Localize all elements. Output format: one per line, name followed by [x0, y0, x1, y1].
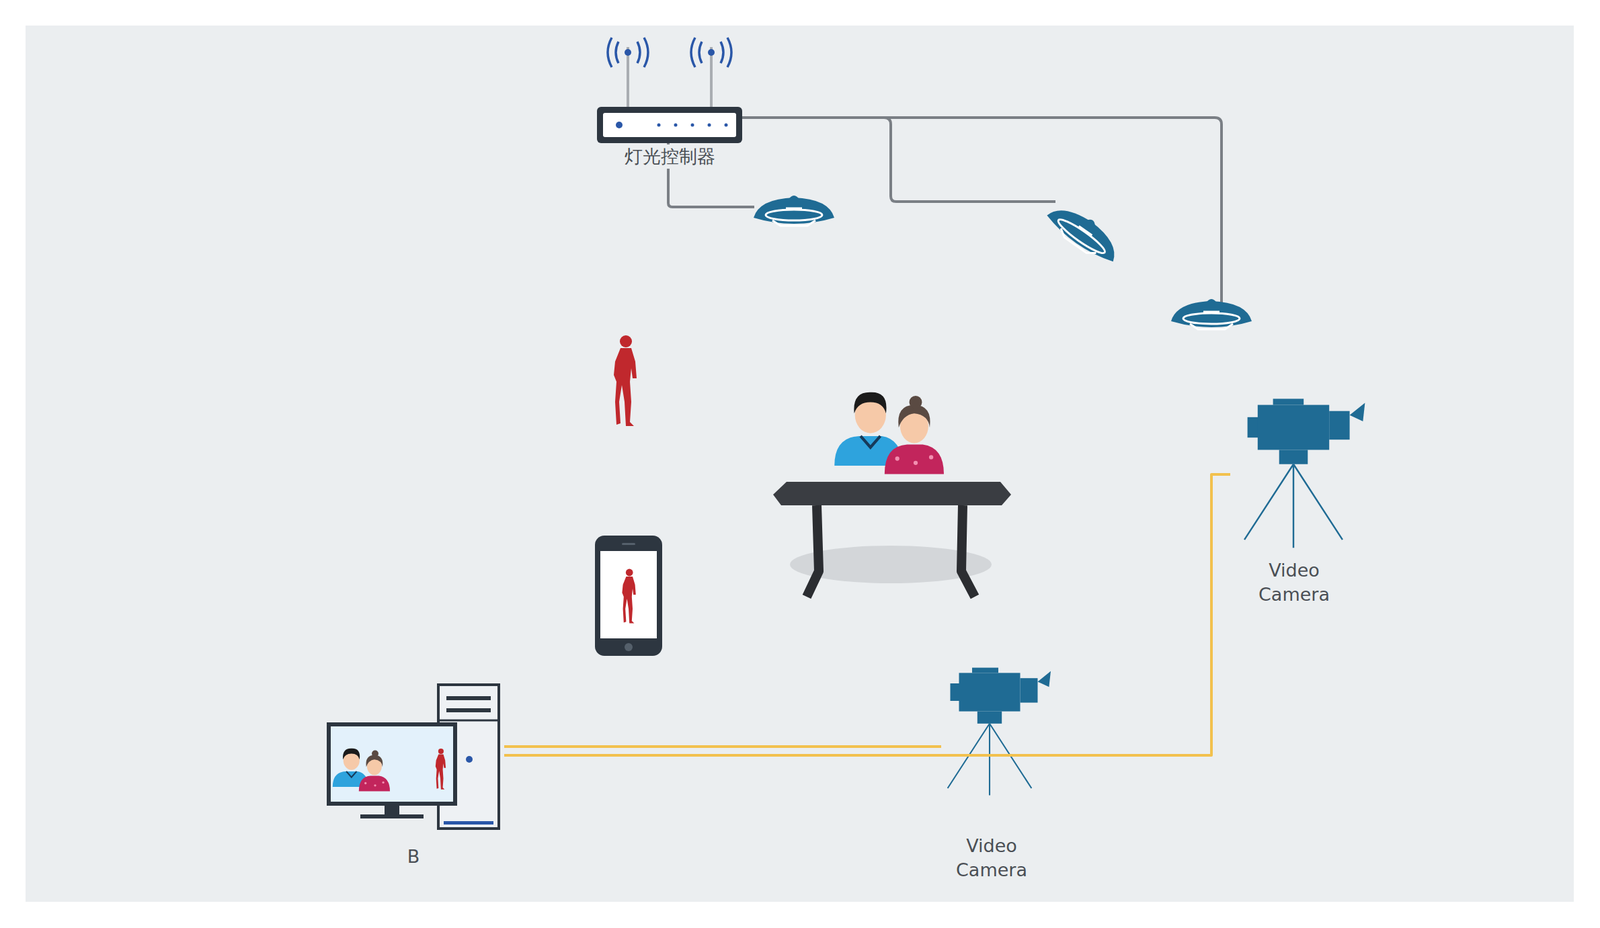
node-label: Video Camera — [955, 834, 1028, 883]
node-label: 灯光控制器 — [621, 144, 718, 169]
stage-light — [753, 195, 835, 226]
walking-figure — [613, 335, 637, 427]
stage-light — [1042, 196, 1127, 269]
light-wires — [668, 117, 1222, 308]
camera-node: Video Camera — [1230, 393, 1358, 609]
computer — [326, 685, 499, 829]
table — [773, 482, 1012, 597]
background-panel — [25, 25, 1574, 903]
node-label: Video Camera — [1258, 558, 1330, 608]
video-camera — [1244, 398, 1365, 548]
camera-node: Video Camera — [941, 655, 1043, 885]
light-controller — [596, 37, 743, 144]
people — [834, 392, 944, 475]
node-label: B — [407, 845, 421, 870]
smartphone — [594, 535, 663, 657]
video-cable — [504, 745, 942, 749]
video-camera — [947, 668, 1051, 796]
controller-node: 灯光控制器 — [591, 36, 748, 172]
computer-node: B — [322, 675, 505, 871]
stage-light — [1171, 299, 1252, 330]
video-cable — [504, 474, 1231, 756]
